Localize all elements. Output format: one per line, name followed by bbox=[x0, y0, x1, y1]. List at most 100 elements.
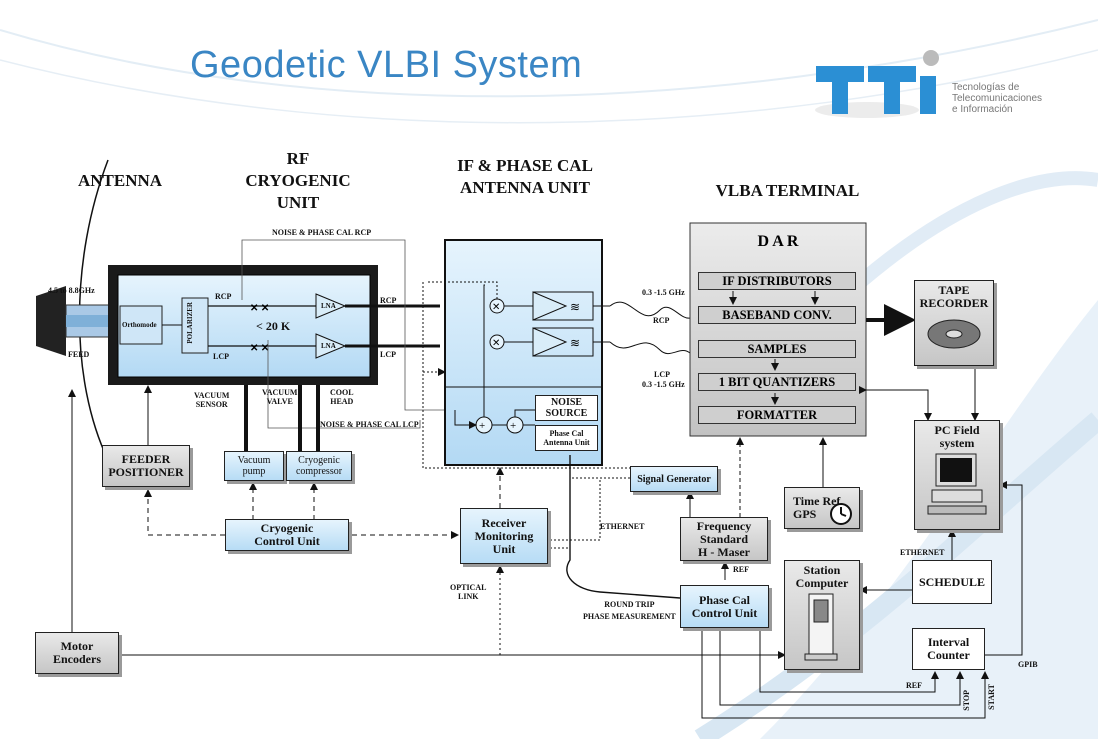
tape-reel-icon bbox=[927, 319, 981, 349]
station-computer-box[interactable]: Station Computer bbox=[784, 560, 860, 670]
section-if-line1: IF & PHASE CAL bbox=[457, 156, 593, 175]
vacuum-valve-label: VACUUM VALVE bbox=[262, 388, 297, 406]
clock-icon bbox=[830, 503, 852, 525]
tape-line1: TAPE bbox=[938, 283, 970, 297]
station-line2: Computer bbox=[795, 576, 849, 590]
svg-text:≋: ≋ bbox=[570, 336, 580, 350]
time-ref-gps-box[interactable]: Time Ref.GPS bbox=[784, 487, 860, 529]
cryocomp-line2: compressor bbox=[295, 466, 343, 477]
vacuum-valve-line2: VALVE bbox=[266, 397, 293, 406]
rf-lcp-label: LCP bbox=[213, 352, 229, 361]
tti-logo-mark bbox=[815, 50, 939, 118]
section-rf-line3: UNIT bbox=[276, 193, 320, 212]
antenna-freq-label: 4.5 to 8.8GHz bbox=[48, 286, 95, 295]
dar-title: D A R bbox=[757, 233, 799, 250]
svg-text:✕ ✕: ✕ ✕ bbox=[250, 303, 269, 314]
polarizer-box bbox=[181, 297, 209, 354]
svg-text:✕: ✕ bbox=[492, 302, 500, 313]
feeder-line2: POSITIONER bbox=[108, 465, 184, 479]
feed-waveguide-core bbox=[66, 315, 112, 327]
tti-line-3: e Información bbox=[952, 104, 1013, 115]
start-label: START bbox=[987, 684, 996, 710]
noise-source-line1: NOISE bbox=[550, 397, 583, 408]
section-rf: RF CRYOGENIC UNIT bbox=[228, 148, 368, 214]
feed-horn bbox=[36, 286, 66, 356]
vacuum-sensor-line1: VACUUM bbox=[194, 391, 230, 400]
timeref-line1: Time Ref. bbox=[793, 494, 844, 508]
timeref-line2: GPS bbox=[793, 507, 817, 521]
band-label-2: 0.3 -1.5 GHz bbox=[642, 380, 685, 389]
ref-label-2: REF bbox=[906, 681, 922, 690]
phasecal-line2: Control Unit bbox=[691, 605, 758, 620]
dar-row-baseband[interactable]: BASEBAND CONV. bbox=[698, 306, 856, 324]
dar-row-samples[interactable]: SAMPLES bbox=[698, 340, 856, 358]
cool-head-line1: COOL bbox=[330, 388, 354, 397]
tape-line2: RECORDER bbox=[919, 296, 989, 310]
phase-cal-antenna-line2: Antenna Unit bbox=[543, 438, 590, 447]
rf-rcp-label: RCP bbox=[215, 292, 232, 301]
optical-line2: LINK bbox=[458, 592, 479, 601]
rmu-line2: Monitoring bbox=[474, 528, 534, 543]
cryocu-line1: Cryogenic bbox=[260, 521, 314, 535]
feeder-line1: FEEDER bbox=[121, 452, 171, 466]
section-rf-line2: CRYOGENIC bbox=[245, 171, 351, 190]
stop-label: STOP bbox=[962, 690, 971, 711]
motor-line1: Motor bbox=[60, 639, 94, 653]
vacuum-pump-line2: pump bbox=[242, 466, 266, 477]
schedule-box[interactable]: SCHEDULE bbox=[912, 560, 992, 604]
vacuum-pump-line1: Vacuum bbox=[237, 455, 271, 466]
pc-field-system-box[interactable]: PC Field system bbox=[914, 420, 1000, 530]
tape-recorder-box[interactable]: TAPE RECORDER bbox=[914, 280, 994, 366]
feed-label: FEED bbox=[68, 350, 90, 359]
ethernet-label-2: ETHERNET bbox=[900, 548, 945, 557]
section-vlba: VLBA TERMINAL bbox=[715, 181, 860, 200]
ref-label-1: REF bbox=[733, 565, 749, 574]
tti-logo bbox=[812, 50, 942, 120]
orthomode-box bbox=[119, 305, 163, 345]
page-title: Geodetic VLBI System bbox=[190, 44, 583, 86]
round-trip-line2: PHASE MEASUREMENT bbox=[583, 612, 676, 621]
section-if: IF & PHASE CAL ANTENNA UNIT bbox=[430, 155, 620, 199]
computer-icon bbox=[927, 453, 987, 515]
band-label-1: 0.3 -1.5 GHz bbox=[642, 288, 685, 297]
phasecal-line1: Phase Cal bbox=[698, 592, 750, 607]
dar-row-quantizers[interactable]: 1 BIT QUANTIZERS bbox=[698, 373, 856, 391]
signal-generator-box[interactable]: Signal Generator bbox=[630, 466, 718, 492]
dar-row-formatter[interactable]: FORMATTER bbox=[698, 406, 856, 424]
rmu-line1: Receiver bbox=[481, 515, 527, 530]
svg-text:+: + bbox=[479, 420, 485, 432]
freq-line3: H - Maser bbox=[698, 544, 750, 559]
server-rack-icon bbox=[804, 593, 838, 661]
motor-line2: Encoders bbox=[53, 652, 101, 666]
interval-line1: Interval bbox=[927, 635, 970, 649]
phase-cal-antenna-line1: Phase Cal bbox=[549, 429, 584, 438]
dar-row-if-distributors[interactable]: IF DISTRIBUTORS bbox=[698, 272, 856, 290]
tti-tagline: Tecnologías de Telecomunicaciones e Info… bbox=[952, 82, 1042, 115]
cryocu-line2: Control Unit bbox=[254, 534, 320, 548]
svg-text:✕ ✕: ✕ ✕ bbox=[250, 343, 269, 354]
section-if-line2: ANTENNA UNIT bbox=[460, 178, 590, 197]
link-lcp-label: LCP bbox=[654, 370, 670, 379]
vacuum-sensor-label: VACUUM SENSOR bbox=[194, 391, 229, 409]
polarizer-label: POLARIZER bbox=[186, 302, 194, 344]
svg-text:≋: ≋ bbox=[570, 300, 580, 314]
pc-line1: PC Field bbox=[934, 423, 980, 437]
orthomode-label: Orthomode bbox=[122, 321, 157, 329]
cryocomp-line1: Cryogenic bbox=[298, 455, 340, 466]
pc-line2: system bbox=[939, 436, 975, 450]
interval-line2: Counter bbox=[927, 648, 970, 662]
vacuum-valve-line1: VACUUM bbox=[262, 388, 298, 397]
optical-link-label: OPTICAL LINK bbox=[450, 583, 486, 601]
